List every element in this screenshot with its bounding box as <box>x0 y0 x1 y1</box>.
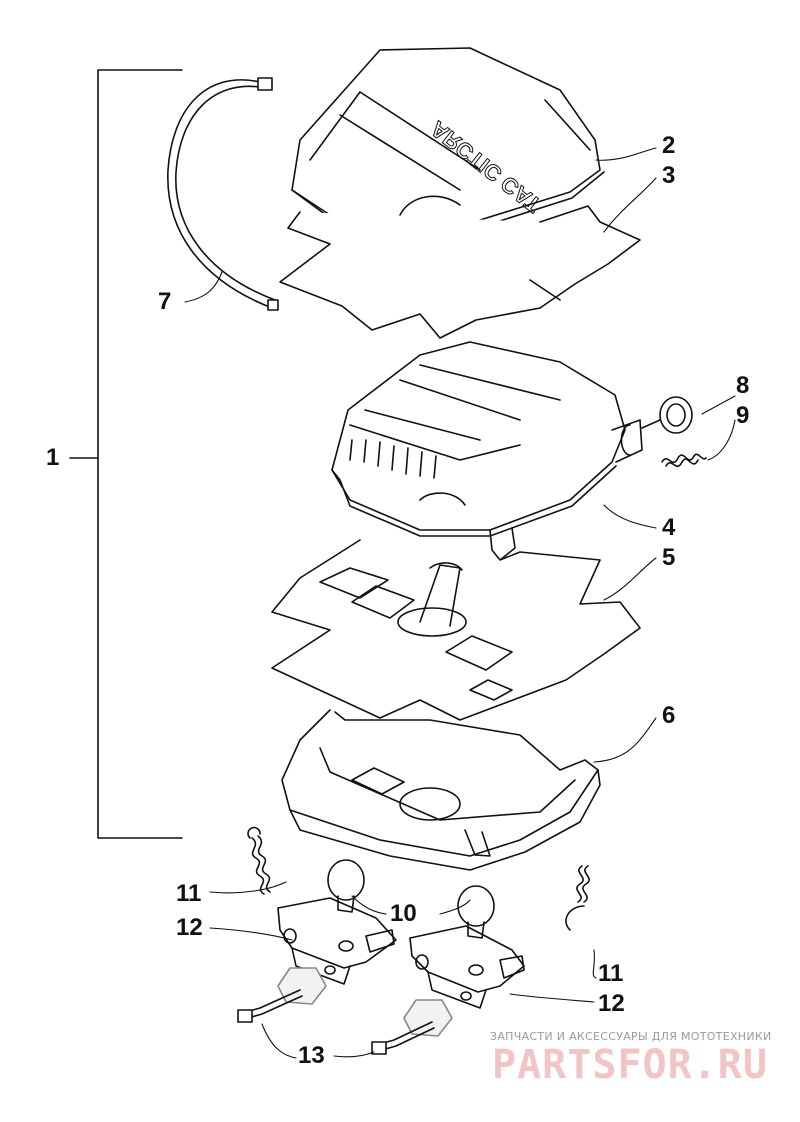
grommet <box>641 396 693 434</box>
watermark-brand: PARTSFOR.RU <box>492 1042 768 1088</box>
right-knob <box>457 885 495 939</box>
right-mount-bracket <box>409 925 525 1009</box>
lower-gasket <box>271 539 641 721</box>
callout-11-left: 11 <box>176 880 202 907</box>
right-bolt <box>371 999 453 1055</box>
watermark-subtitle: ЗАПЧАСТИ И АКСЕССУАРЫ ДЛЯ МОТОТЕХНИКИ <box>490 1030 772 1043</box>
left-spring <box>247 826 271 895</box>
tray <box>281 709 601 871</box>
callout-9: 9 <box>736 402 750 429</box>
callout-11-right: 11 <box>598 960 624 987</box>
callout-7: 7 <box>158 288 172 315</box>
callout-3: 3 <box>662 162 676 189</box>
right-spring <box>565 865 590 931</box>
callout-2: 2 <box>662 132 676 159</box>
callout-13: 13 <box>298 1042 325 1069</box>
assembly-bracket <box>69 69 183 839</box>
callout-6: 6 <box>662 702 676 729</box>
air-box <box>331 341 643 561</box>
seal-strip <box>167 77 279 311</box>
upper-gasket <box>279 205 641 339</box>
callout-1: 1 <box>46 444 60 471</box>
left-knob <box>327 859 365 913</box>
left-bolt <box>237 967 327 1023</box>
callout-8: 8 <box>736 372 750 399</box>
callout-12-left: 12 <box>176 914 203 941</box>
left-mount-bracket <box>277 897 397 985</box>
callout-10: 10 <box>390 900 417 927</box>
callout-5: 5 <box>662 544 676 571</box>
callout-4: 4 <box>662 514 676 541</box>
callout-12-right: 12 <box>598 990 625 1017</box>
leader-lines <box>184 147 736 1059</box>
small-spring <box>661 453 707 468</box>
